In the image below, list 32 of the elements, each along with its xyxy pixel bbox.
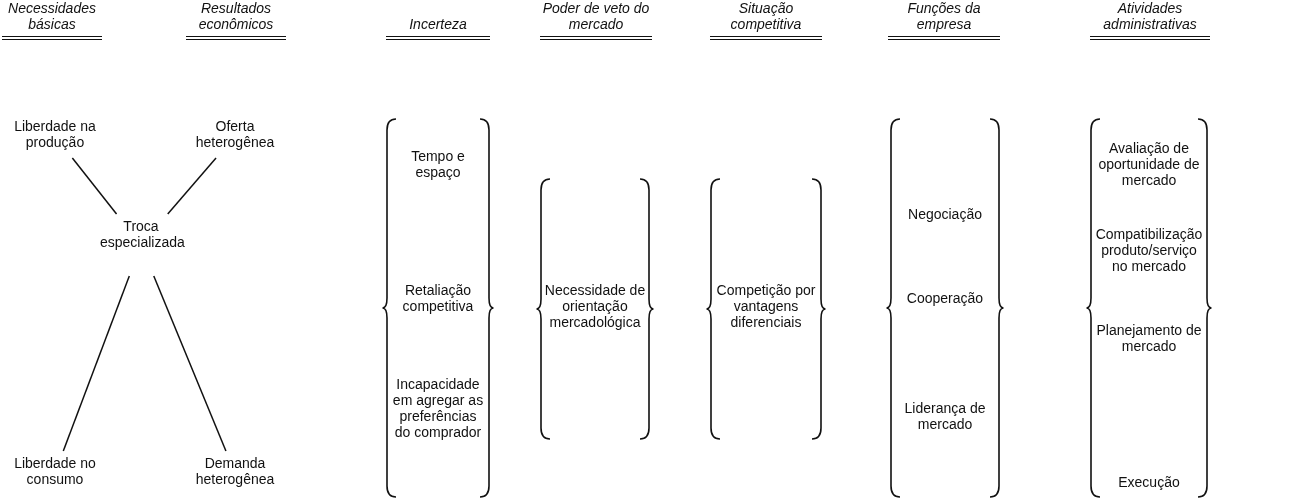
- text-label: Retaliação competitiva: [392, 282, 484, 318]
- text-label: Liberdade na produção: [0, 118, 110, 154]
- column-heading: Funções da empresa: [888, 2, 1000, 40]
- connector-line: [153, 275, 227, 452]
- text-label: Execução: [1096, 474, 1202, 494]
- text-label: Compatibilização produto/serviço no mercado: [1094, 226, 1204, 280]
- text-label: Demanda heterogênea: [180, 455, 290, 491]
- column-heading: Poder de veto do mercado: [540, 2, 652, 40]
- text-label: Competição por vantagens diferenciais: [714, 282, 818, 334]
- column-heading: Resultados econômicos: [186, 2, 286, 40]
- connector-line: [62, 275, 131, 452]
- text-label: Planejamento de mercado: [1096, 322, 1202, 358]
- brace-bracket: [706, 178, 826, 440]
- text-label: Incapacidade em agregar as preferências do comprador: [390, 376, 486, 444]
- text-label: Tempo e espaço: [392, 148, 484, 184]
- connector-line: [71, 157, 118, 215]
- column-heading: Situação competitiva: [710, 2, 822, 40]
- text-label: Oferta heterogênea: [180, 118, 290, 154]
- text-label: Negociação: [896, 206, 994, 226]
- text-label: Liderança de mercado: [896, 400, 994, 436]
- brace-bracket: [536, 178, 654, 440]
- text-label: Cooperação: [896, 290, 994, 310]
- brace-bracket: [1086, 118, 1212, 498]
- column-heading: Necessidades básicas: [2, 2, 102, 40]
- connector-line: [167, 157, 217, 215]
- text-label: Liberdade no consumo: [0, 455, 110, 491]
- column-heading: Incerteza: [386, 2, 490, 40]
- text-label: Necessidade de orientação mercadológica: [544, 282, 646, 334]
- column-heading: Atividades administrativas: [1090, 2, 1210, 40]
- text-label: Avaliação de oportunidade de mercado: [1096, 140, 1202, 194]
- brace-bracket: [382, 118, 494, 498]
- brace-bracket: [886, 118, 1004, 498]
